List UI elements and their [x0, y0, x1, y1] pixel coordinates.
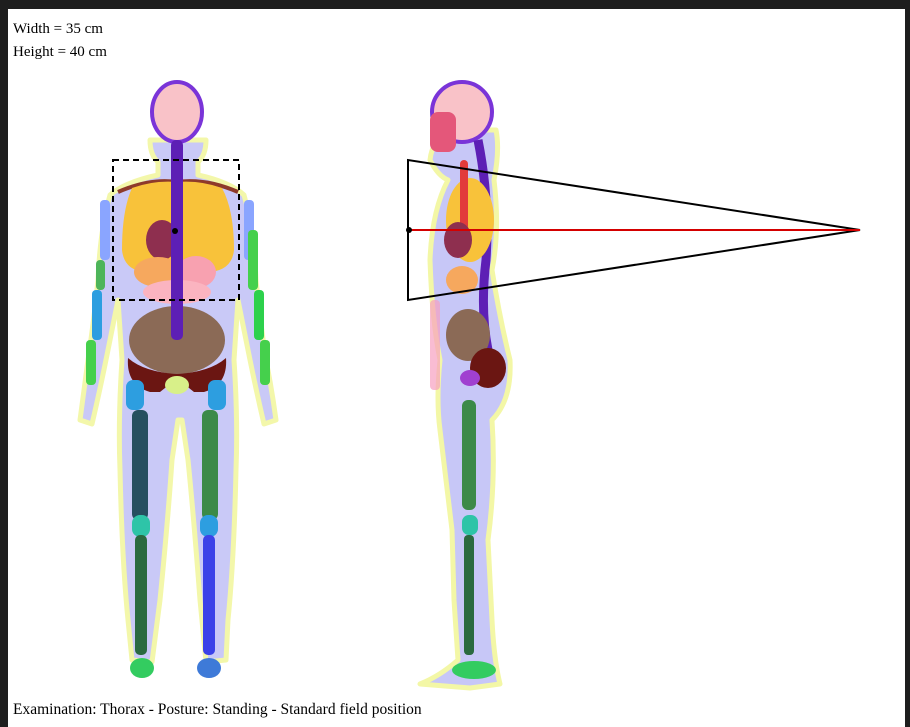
front-bladder [165, 376, 189, 394]
anterior-phantom [80, 82, 276, 678]
front-spine [171, 140, 183, 340]
lateral-bladder [460, 370, 480, 386]
lateral-field-center [406, 227, 412, 233]
examination-label: Examination: Thorax - Posture: Standing … [13, 701, 422, 719]
lateral-trachea [460, 160, 468, 230]
front-field-center [172, 228, 178, 234]
lateral-phantom [406, 82, 860, 688]
lateral-arm [430, 300, 440, 390]
front-skull [152, 82, 202, 142]
lateral-face [430, 112, 456, 152]
lateral-heart [444, 222, 472, 258]
